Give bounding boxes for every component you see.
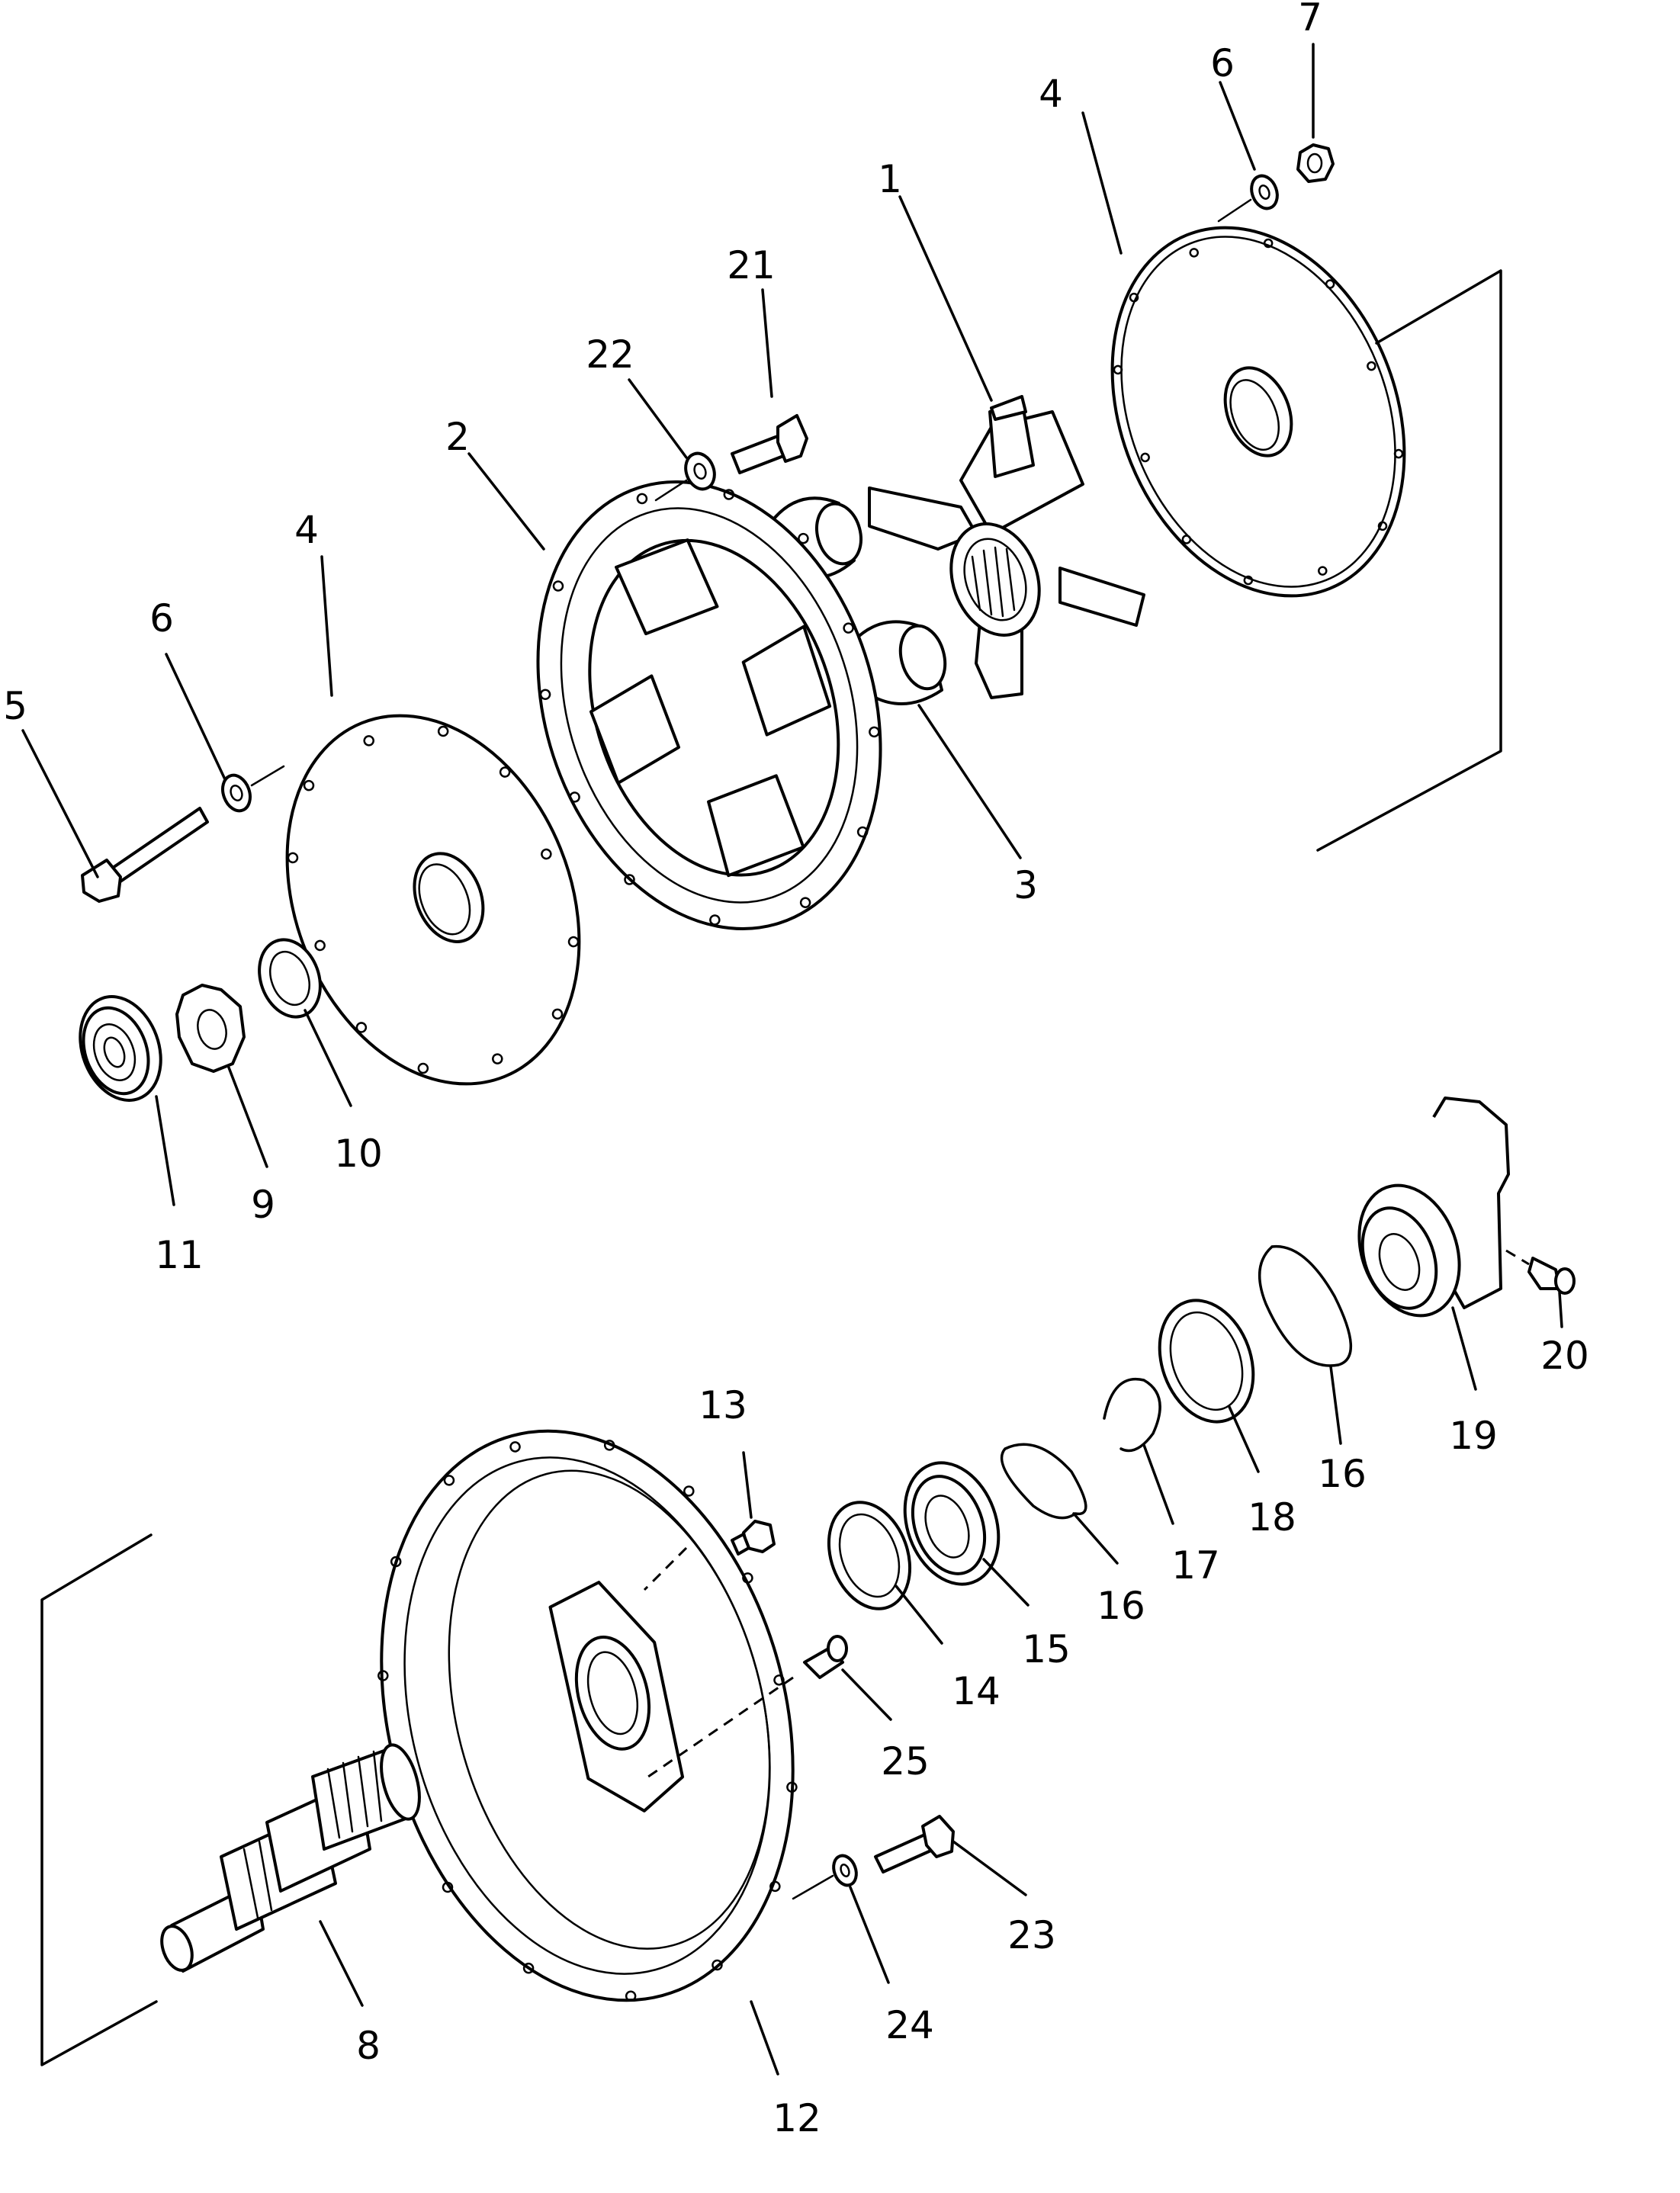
part-8-splined-shaft bbox=[160, 1743, 421, 1973]
part-9-nut bbox=[175, 984, 246, 1073]
leader-washer-to-plate-left bbox=[250, 765, 285, 787]
callout-8: 8 bbox=[356, 2024, 381, 2068]
part-23-bolt bbox=[874, 1815, 955, 1874]
callout-20: 20 bbox=[1540, 1334, 1589, 1378]
callout-2: 2 bbox=[445, 415, 470, 459]
callout-5: 5 bbox=[3, 684, 27, 728]
part-1-spider bbox=[868, 395, 1145, 699]
part-13-plug bbox=[731, 1520, 776, 1556]
callout-6-right: 6 bbox=[1210, 41, 1235, 85]
leader-seal-to-cover bbox=[643, 1546, 688, 1591]
part-14-oil-seal bbox=[827, 1501, 912, 1610]
assembly-bracket-top bbox=[1316, 269, 1502, 852]
callout-3: 3 bbox=[1013, 863, 1038, 907]
callout-14: 14 bbox=[952, 1669, 1001, 1713]
part-5-bolt bbox=[81, 807, 209, 903]
part-6-washer-right bbox=[1250, 174, 1279, 210]
part-6-washer-left bbox=[221, 773, 252, 813]
part-10-lock-washer bbox=[258, 938, 322, 1019]
callout-1: 1 bbox=[878, 157, 902, 201]
callout-24: 24 bbox=[885, 2003, 934, 2047]
part-15-bearing bbox=[903, 1461, 1001, 1586]
part-12-housing-cover bbox=[377, 1429, 798, 2002]
callout-7: 7 bbox=[1298, 0, 1322, 40]
part-22-washer bbox=[684, 451, 716, 491]
part-25-grease-fitting bbox=[803, 1635, 848, 1679]
part-2-coupling-housing bbox=[536, 480, 882, 930]
callout-17: 17 bbox=[1171, 1543, 1220, 1588]
callout-6-left: 6 bbox=[149, 596, 174, 641]
part-4-right-plate bbox=[1110, 226, 1406, 598]
part-21-bolt bbox=[731, 414, 808, 474]
part-24-washer bbox=[832, 1854, 858, 1887]
part-17-snap-ring bbox=[1103, 1377, 1161, 1453]
leader-washer-to-plate-right bbox=[1217, 198, 1252, 223]
leader-washer-to-cover bbox=[792, 1874, 834, 1900]
callout-10: 10 bbox=[334, 1132, 383, 1176]
callout-4-right: 4 bbox=[1039, 72, 1063, 116]
callout-16-right: 16 bbox=[1318, 1452, 1367, 1496]
part-7-nut bbox=[1296, 143, 1335, 183]
part-18-needle-bearing bbox=[1158, 1299, 1255, 1424]
label-leader-lines bbox=[21, 43, 1563, 2076]
leader-washer-to-housing bbox=[654, 479, 688, 502]
callout-12: 12 bbox=[773, 2096, 821, 2140]
callout-11: 11 bbox=[155, 1233, 204, 1277]
callout-25: 25 bbox=[881, 1739, 930, 1784]
callout-15: 15 bbox=[1022, 1627, 1071, 1671]
part-3-rubber-block-lower bbox=[853, 620, 947, 705]
part-11-bearing bbox=[79, 995, 162, 1102]
part-16-snap-ring-right bbox=[1258, 1244, 1353, 1367]
callout-4-left: 4 bbox=[294, 508, 319, 552]
callout-19: 19 bbox=[1449, 1414, 1498, 1458]
part-16-snap-ring-left bbox=[1000, 1443, 1087, 1520]
callout-22: 22 bbox=[586, 332, 634, 377]
assembly-bracket-bottom bbox=[40, 1533, 158, 2066]
leader-fitting-to-yoke bbox=[1505, 1249, 1530, 1266]
callout-21: 21 bbox=[727, 243, 776, 287]
callout-23: 23 bbox=[1007, 1913, 1056, 1957]
callout-13: 13 bbox=[699, 1383, 747, 1427]
callout-9: 9 bbox=[251, 1183, 275, 1227]
callout-16-left: 16 bbox=[1097, 1584, 1145, 1628]
part-20-grease-fitting bbox=[1527, 1257, 1576, 1295]
callout-18: 18 bbox=[1248, 1495, 1296, 1540]
part-19-yoke bbox=[1357, 1096, 1510, 1318]
